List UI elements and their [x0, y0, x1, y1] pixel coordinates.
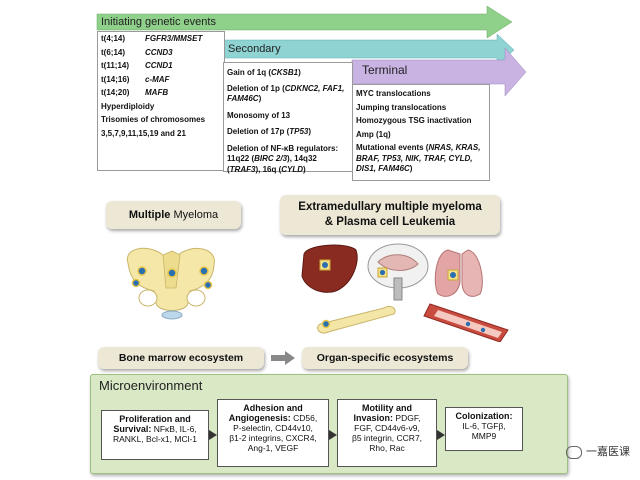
pelvis-illustration	[126, 247, 215, 320]
trisomies-text: Trisomies of chromosomes	[101, 115, 206, 124]
bone-marrow-label: Bone marrow ecosystem	[98, 347, 264, 369]
initiating-row: t(4;14)FGFR3/MMSET	[101, 34, 203, 43]
terminal-item: Homozygous TSG inactivation	[356, 116, 472, 125]
initiating-row: t(14;20)MAFB	[101, 88, 169, 97]
deletion-1p: Deletion of 1p (CDKNC2, FAF1,FAM46C)	[227, 83, 345, 104]
organs-illustration	[301, 243, 509, 342]
monosomy-13: Monosomy of 13	[227, 110, 291, 120]
terminal-item: Jumping translocations	[356, 102, 447, 112]
terminal-item: MYC translocations	[356, 89, 431, 98]
arrow-right-icon	[329, 430, 337, 440]
initiating-box: t(4;14)FGFR3/MMSET t(6;14)CCND3 t(11;14)…	[97, 31, 225, 171]
terminal-item: Amp (1q)	[356, 129, 391, 139]
microenvironment-title: Microenvironment	[99, 378, 203, 393]
extramedullary-line2: & Plasma cell Leukemia	[324, 216, 456, 228]
colonization-box: Colonization:IL-6, TGFβ,MMP9	[445, 407, 523, 451]
watermark: 一嘉医课	[566, 443, 630, 459]
secondary-title: Secondary	[228, 43, 281, 55]
wechat-icon	[566, 445, 582, 459]
terminal-title: Terminal	[362, 63, 408, 77]
extramedullary-label: Extramedullary multiple myeloma & Plasma…	[280, 195, 500, 235]
multiple-myeloma-label: Multiple Myeloma	[106, 201, 241, 229]
trisomies-list: 3,5,7,9,11,15,19 and 21	[101, 128, 186, 138]
mutational-events: Mutational events (NRAS, KRAS,BRAF, TP53…	[356, 143, 481, 173]
secondary-box: Gain of 1q (CKSB1) Deletion of 1p (CDKNC…	[223, 62, 353, 174]
terminal-box: MYC translocations Jumping translocation…	[352, 84, 490, 181]
initiating-row: t(6;14)CCND3	[101, 47, 173, 57]
initiating-title: Initiating genetic events	[101, 16, 216, 28]
initiating-row: t(11;14)CCND1	[101, 61, 173, 70]
organ-specific-label: Organ-specific ecosystems	[302, 347, 468, 369]
arrow-right-icon	[271, 351, 295, 365]
arrow-right-icon	[437, 430, 445, 440]
deletion-nfkb: Deletion of NF-κB regulators:11q22 (BIRC…	[227, 143, 339, 174]
deletion-17p: Deletion of 17p (TP53)	[227, 127, 312, 136]
initiating-row: t(14;16)c-MAF	[101, 74, 170, 84]
hyperdiploidy-text: Hyperdiploidy	[101, 101, 155, 111]
gain-1q: Gain of 1q (CKSB1)	[227, 68, 301, 77]
arrow-right-icon	[209, 430, 217, 440]
extramedullary-line1: Extramedullary multiple myeloma	[298, 201, 482, 213]
